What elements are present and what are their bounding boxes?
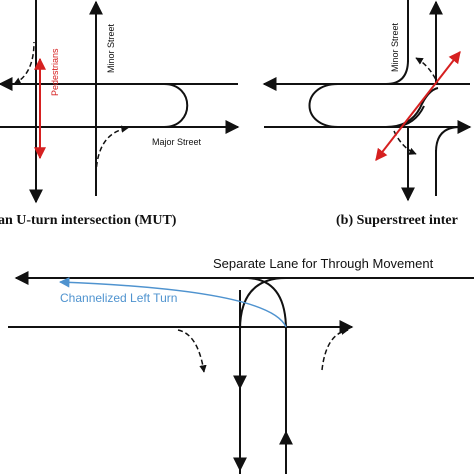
major-street-label: Major Street [152,137,202,147]
pedestrians-label: Pedestrians [50,48,60,96]
ss-right-turn-eastbound [435,126,461,153]
left-turn-from-minor [247,277,287,474]
panel-a [0,0,240,204]
right-turn-dashed-e [321,327,349,371]
through-merge-curve [233,277,287,390]
channelized-left-turn-curve [58,277,287,328]
left-turn-dashed-se [95,125,129,176]
channelized-left-turn-label: Channelized Left Turn [60,291,177,305]
minor-street-label-a: Minor Street [106,23,116,73]
right-turn-dashed-w [177,329,207,373]
ss-u-turn-loop [308,83,339,128]
left-turn-dashed-nw [13,41,35,85]
panel-b-caption: (b) Superstreet inter [336,213,458,228]
ss-pedestrian-arrow [375,51,461,161]
panel-c [8,271,474,474]
ss-left-turn-dashed-n [415,57,439,85]
panel-b [262,0,472,202]
u-turn-loop [163,83,189,128]
minor-street-label-b: Minor Street [390,22,400,72]
ss-left-turn-dashed-s [393,130,417,155]
through-lane-label: Separate Lane for Through Movement [213,256,434,271]
panel-a-caption: an U-turn intersection (MUT) [0,213,177,228]
